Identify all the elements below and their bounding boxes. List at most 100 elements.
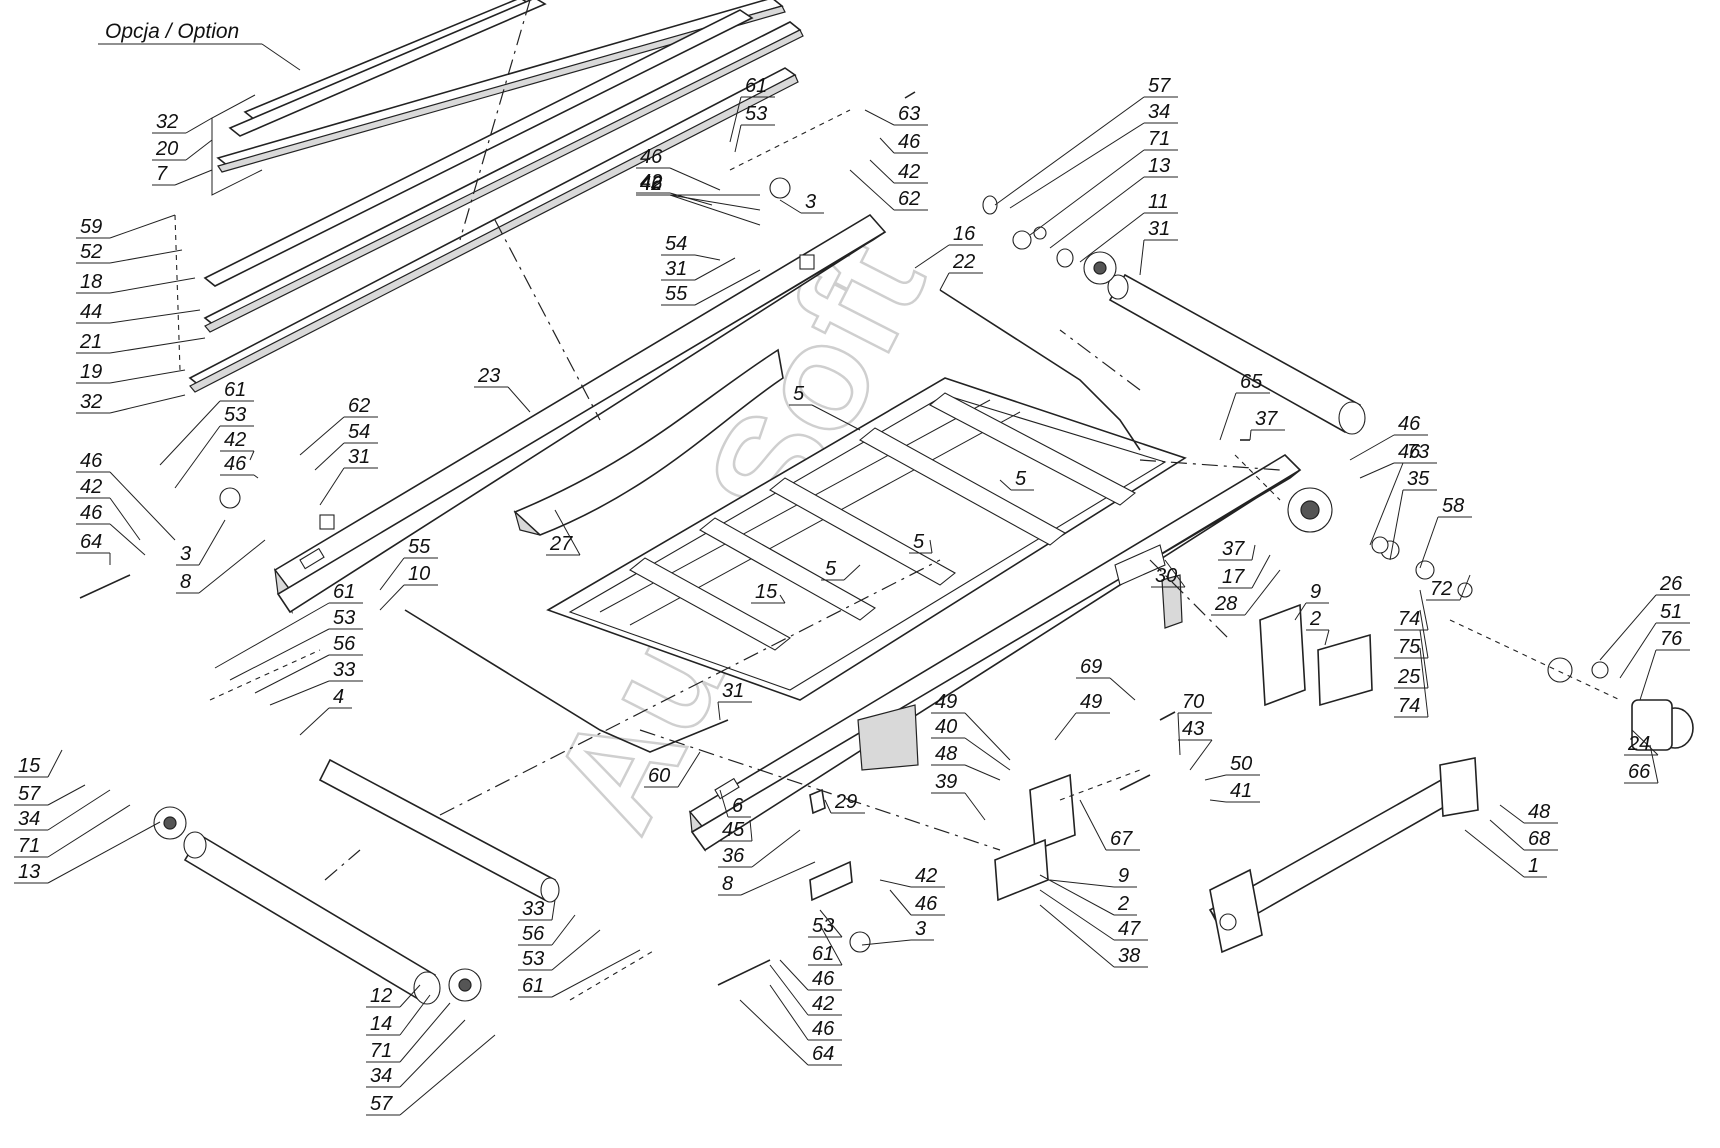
callout-leader bbox=[174, 169, 213, 186]
callout-label: 47 bbox=[1118, 918, 1141, 940]
callout-leader bbox=[249, 450, 255, 461]
callout-label: 31 bbox=[348, 446, 370, 468]
callout-label: 32 bbox=[80, 391, 102, 413]
callout-label: 61 bbox=[812, 943, 834, 965]
callout-leader bbox=[507, 386, 531, 413]
callout-label: 29 bbox=[834, 791, 857, 813]
callout-label: 5 bbox=[825, 558, 837, 580]
callout-label: 25 bbox=[1397, 666, 1421, 688]
callout-label: 46 bbox=[1398, 413, 1421, 435]
callout-label: 59 bbox=[80, 216, 102, 238]
callout-label: 3 bbox=[180, 543, 191, 565]
callout-labels: 3220759521844211932615342464642466438625… bbox=[14, 75, 1690, 1116]
callout-leader bbox=[109, 523, 146, 556]
callout-label: 1 bbox=[1528, 855, 1539, 877]
callout-label: 48 bbox=[935, 743, 957, 765]
callout-label: 42 bbox=[640, 173, 662, 195]
callout-label: 68 bbox=[1528, 828, 1550, 850]
callout-leader bbox=[1177, 712, 1181, 756]
callout-leader bbox=[1419, 589, 1429, 631]
callout-leader bbox=[47, 789, 111, 831]
callout-label: 38 bbox=[1118, 945, 1140, 967]
callout-label: 46 bbox=[640, 173, 663, 195]
callout-leader bbox=[1251, 554, 1271, 589]
callout-leader bbox=[717, 701, 721, 721]
callout-label: 39 bbox=[935, 771, 957, 793]
callout-label: 22 bbox=[952, 251, 975, 273]
callout-label: 53 bbox=[812, 915, 834, 937]
callout-leader bbox=[47, 821, 161, 884]
callout-leader bbox=[399, 994, 431, 1036]
callout-label: 41 bbox=[1230, 780, 1252, 802]
callout-label: 55 bbox=[408, 536, 431, 558]
callout-leader bbox=[1009, 122, 1145, 209]
callout-label: 43 bbox=[1182, 718, 1204, 740]
callout-leader bbox=[1619, 622, 1657, 679]
callout-leader bbox=[1079, 212, 1145, 263]
callout-leader bbox=[869, 159, 895, 184]
callout-leader bbox=[254, 654, 330, 694]
callout-label: 9 bbox=[1118, 865, 1129, 887]
callout-label: 56 bbox=[522, 923, 545, 945]
callout-label: 51 bbox=[1660, 601, 1682, 623]
callout-leader bbox=[964, 792, 986, 821]
callout-label: 75 bbox=[1398, 636, 1421, 658]
callout-leader bbox=[964, 764, 1001, 781]
callout-label: 61 bbox=[745, 75, 767, 97]
option-title: Opcja / Option bbox=[105, 20, 239, 43]
callout-label: 12 bbox=[370, 985, 392, 1007]
callout-leader bbox=[1049, 879, 1115, 888]
callout-leader bbox=[964, 712, 1011, 761]
callout-leader bbox=[109, 249, 183, 264]
callout-leader bbox=[1349, 434, 1395, 461]
callout-label: 52 bbox=[80, 241, 102, 263]
callout-leader bbox=[551, 899, 556, 921]
callout-label: 15 bbox=[18, 755, 41, 777]
callout-label: 46 bbox=[812, 968, 835, 990]
callout-label: 42 bbox=[915, 865, 937, 887]
callout-label: 5 bbox=[1015, 468, 1027, 490]
callout-leader bbox=[109, 497, 141, 541]
callout-label: 35 bbox=[1407, 468, 1430, 490]
callout-label: 55 bbox=[665, 283, 688, 305]
callout-label: 53 bbox=[745, 103, 767, 125]
callout-label: 33 bbox=[522, 898, 544, 920]
callout-label: 61 bbox=[333, 581, 355, 603]
lift-plate bbox=[513, 348, 784, 536]
callout-label: 71 bbox=[18, 835, 40, 857]
callout-label: 61 bbox=[224, 379, 246, 401]
callout-label: 64 bbox=[80, 531, 102, 553]
center-lines bbox=[174, 0, 1621, 1001]
callout-leader bbox=[1419, 516, 1439, 569]
callout-label: 71 bbox=[1148, 128, 1170, 150]
callout-leader bbox=[109, 337, 206, 354]
callout-leader bbox=[669, 167, 721, 191]
callout-leader bbox=[1419, 609, 1429, 659]
callout-leader bbox=[1359, 462, 1395, 479]
callout-leader bbox=[1489, 819, 1525, 851]
callout-leader bbox=[861, 939, 912, 946]
callout-label: 5 bbox=[913, 531, 925, 553]
callout-leader bbox=[1419, 629, 1429, 689]
callout-label: 70 bbox=[1182, 691, 1204, 713]
callout-label: 46 bbox=[640, 173, 663, 195]
callout-leader bbox=[269, 680, 330, 706]
callout-label: 11 bbox=[1148, 191, 1169, 213]
option-bracket bbox=[211, 94, 263, 196]
callout-leader bbox=[109, 471, 176, 541]
callout-leader bbox=[819, 909, 843, 938]
callout-label: 48 bbox=[1528, 801, 1550, 823]
callout-label: 50 bbox=[1230, 753, 1252, 775]
callout-leader bbox=[1139, 239, 1145, 276]
callout-label: 7 bbox=[156, 163, 168, 185]
callout-leader bbox=[47, 804, 131, 858]
callout-label: 46 bbox=[640, 146, 663, 168]
callout-leader bbox=[694, 257, 736, 281]
callout-leader bbox=[1039, 874, 1115, 916]
callout-leader bbox=[751, 829, 801, 868]
callout-leader bbox=[999, 479, 1012, 491]
callout-label: 28 bbox=[1214, 593, 1237, 615]
callout-leader bbox=[253, 474, 259, 479]
callout-label: 74 bbox=[1398, 608, 1420, 630]
callout-label: 60 bbox=[648, 765, 670, 787]
